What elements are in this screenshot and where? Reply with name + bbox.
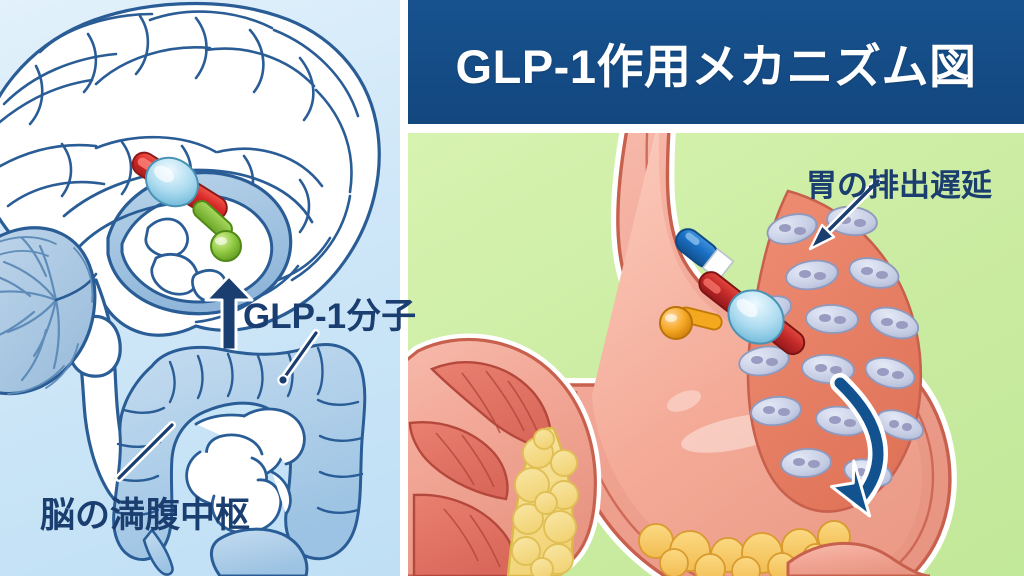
left-panel-artwork <box>0 1 381 576</box>
upward-arrow-icon <box>204 274 254 352</box>
glp1-molecule-stomach-icon <box>659 228 806 356</box>
page-title: GLP-1作用メカニズム図 <box>455 39 977 93</box>
label-gastric-emptying-delay: 胃の排出遅延 <box>806 168 992 203</box>
right-panel <box>408 133 1024 576</box>
title-banner: GLP-1作用メカニズム図 <box>408 0 1024 124</box>
glp1-molecule-brain-icon <box>131 151 242 262</box>
fat-globules <box>506 426 579 576</box>
intestine-illustration <box>112 343 367 576</box>
gastric-emptying-leader-arrow <box>808 177 882 251</box>
label-glp1-molecule: GLP-1分子 <box>243 297 417 336</box>
label-brain-satiety-center: 脳の満腹中枢 <box>40 496 251 535</box>
curved-down-arrow-icon <box>829 373 888 518</box>
right-panel-artwork <box>408 133 957 576</box>
left-panel <box>0 0 400 576</box>
intestine-with-fat-illustration <box>408 333 931 576</box>
